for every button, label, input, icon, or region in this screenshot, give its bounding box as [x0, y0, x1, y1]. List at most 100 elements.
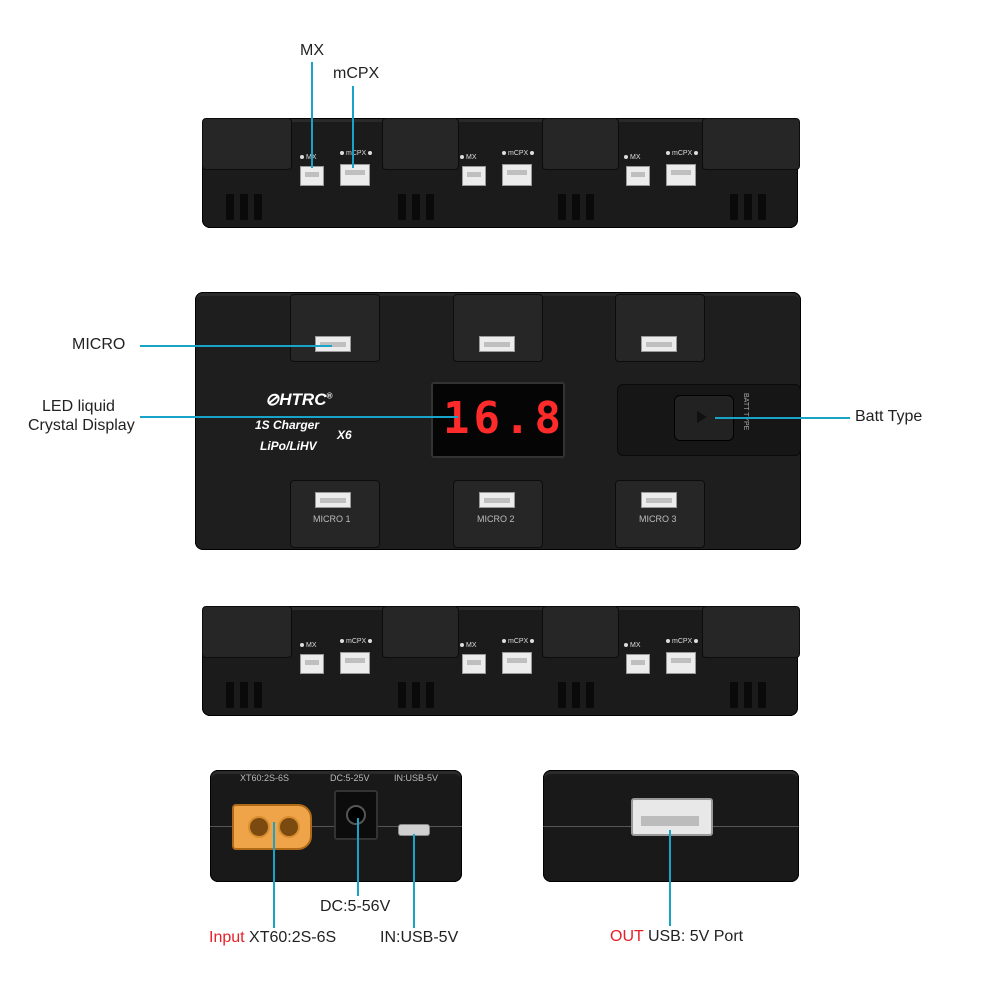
micro-port[interactable]	[641, 492, 677, 508]
vent-slot	[240, 682, 248, 708]
mcpx-port-label: mCPX	[500, 638, 536, 645]
mx-port[interactable]	[300, 654, 324, 674]
brand-icon: ⊘	[265, 390, 280, 409]
callout-line	[352, 86, 354, 168]
charger-output-end-view	[543, 770, 799, 882]
vent-slot	[744, 194, 752, 220]
callout-mx: MX	[300, 42, 324, 59]
mcpx-port[interactable]	[340, 164, 370, 186]
xt60-pin	[248, 816, 270, 838]
xt60-connector[interactable]	[232, 804, 312, 850]
charger-side-view-bottom: MX mCPX MX mCPX MX mCPX	[202, 606, 800, 716]
dc-jack-hole	[346, 805, 366, 825]
mcpx-port[interactable]	[666, 652, 696, 674]
mcpx-port[interactable]	[502, 164, 532, 186]
vent-slot	[758, 194, 766, 220]
mx-port-label: MX	[458, 642, 477, 649]
callout-line	[311, 62, 313, 168]
vent-slot	[730, 194, 738, 220]
mcpx-port-label: mCPX	[664, 150, 700, 157]
callout-dc: DC:5-56V	[320, 898, 391, 915]
mx-port[interactable]	[626, 654, 650, 674]
mcpx-port[interactable]	[340, 652, 370, 674]
vent-slot	[226, 194, 234, 220]
callout-line	[669, 830, 671, 926]
vent-slot	[744, 682, 752, 708]
usb-a-port[interactable]	[631, 798, 713, 836]
callout-output: OUT USB: 5V Port	[610, 928, 743, 946]
vent-slot	[240, 194, 248, 220]
mx-port-label: MX	[622, 642, 641, 649]
display-value: 16.8	[443, 393, 565, 444]
vent-slot	[586, 194, 594, 220]
callout-micro: MICRO	[72, 336, 126, 353]
mx-port-label: MX	[622, 154, 641, 161]
batt-type-panel: BATT TYPE	[617, 384, 801, 456]
mx-port-label: MX	[458, 154, 477, 161]
vent-slot	[426, 682, 434, 708]
vent-slot	[558, 194, 566, 220]
callout-line	[140, 345, 332, 347]
case-bump	[702, 118, 800, 170]
vent-slot	[572, 682, 580, 708]
callout-batt-type: Batt Type	[855, 408, 923, 425]
vent-slot	[398, 682, 406, 708]
micro-slot	[615, 480, 705, 548]
vent-slot	[226, 682, 234, 708]
callout-led-line1: LED liquid	[42, 398, 115, 415]
callout-line	[715, 417, 850, 419]
callout-line	[273, 822, 275, 928]
case-bump	[702, 606, 800, 658]
case-bump	[382, 118, 459, 170]
vent-slot	[398, 194, 406, 220]
vent-slot	[254, 682, 262, 708]
vent-slot	[730, 682, 738, 708]
micro-port[interactable]	[315, 336, 351, 352]
callout-line	[140, 416, 458, 418]
usb-a-tongue	[641, 816, 699, 826]
arrow-right-icon	[697, 411, 707, 423]
micro-port[interactable]	[479, 492, 515, 508]
case-bump	[382, 606, 459, 658]
brand-logo: ⊘HTRC®	[265, 390, 333, 409]
mcpx-port[interactable]	[666, 164, 696, 186]
case-bump	[542, 118, 619, 170]
charger-title: 1S Charger	[255, 418, 320, 432]
vent-slot	[412, 682, 420, 708]
mcpx-port-label: mCPX	[500, 150, 536, 157]
micro-port[interactable]	[479, 336, 515, 352]
xt60-back-label: XT60:2S-6S	[240, 773, 290, 783]
case-bump	[202, 606, 292, 658]
chemistry-label: LiPo/LiHV	[260, 439, 317, 453]
case-bump	[202, 118, 292, 170]
vent-slot	[586, 682, 594, 708]
charger-side-view-top: MX mCPX MX mCPX MX mCPX	[202, 118, 800, 228]
callout-input: Input XT60:2S-6S	[209, 929, 336, 947]
callout-line	[413, 834, 415, 928]
led-display: 16.8	[431, 382, 565, 458]
dc-jack[interactable]	[334, 790, 378, 840]
micro-port[interactable]	[641, 336, 677, 352]
vent-slot	[758, 682, 766, 708]
mx-port-label: MX	[298, 642, 317, 649]
vent-slot	[426, 194, 434, 220]
vent-slot	[254, 194, 262, 220]
charger-top-view: MICRO 1 MICRO 2 MICRO 3 ⊘HTRC® 1S Charge…	[195, 292, 801, 550]
micro-slot	[615, 294, 705, 362]
mx-port[interactable]	[462, 166, 486, 186]
mx-port[interactable]	[626, 166, 650, 186]
xt60-pin	[278, 816, 300, 838]
mx-port-label: MX	[298, 154, 317, 161]
micro-port[interactable]	[315, 492, 351, 508]
vent-slot	[412, 194, 420, 220]
micro-port-label: MICRO 2	[477, 514, 515, 524]
input-rest: XT60:2S-6S	[249, 929, 337, 946]
mcpx-port-label: mCPX	[664, 638, 700, 645]
mx-port[interactable]	[462, 654, 486, 674]
mcpx-port-label: mCPX	[338, 150, 374, 157]
mcpx-port[interactable]	[502, 652, 532, 674]
vent-slot	[558, 682, 566, 708]
micro-port-label: MICRO 1	[313, 514, 351, 524]
callout-mcpx: mCPX	[333, 65, 380, 82]
mx-port[interactable]	[300, 166, 324, 186]
